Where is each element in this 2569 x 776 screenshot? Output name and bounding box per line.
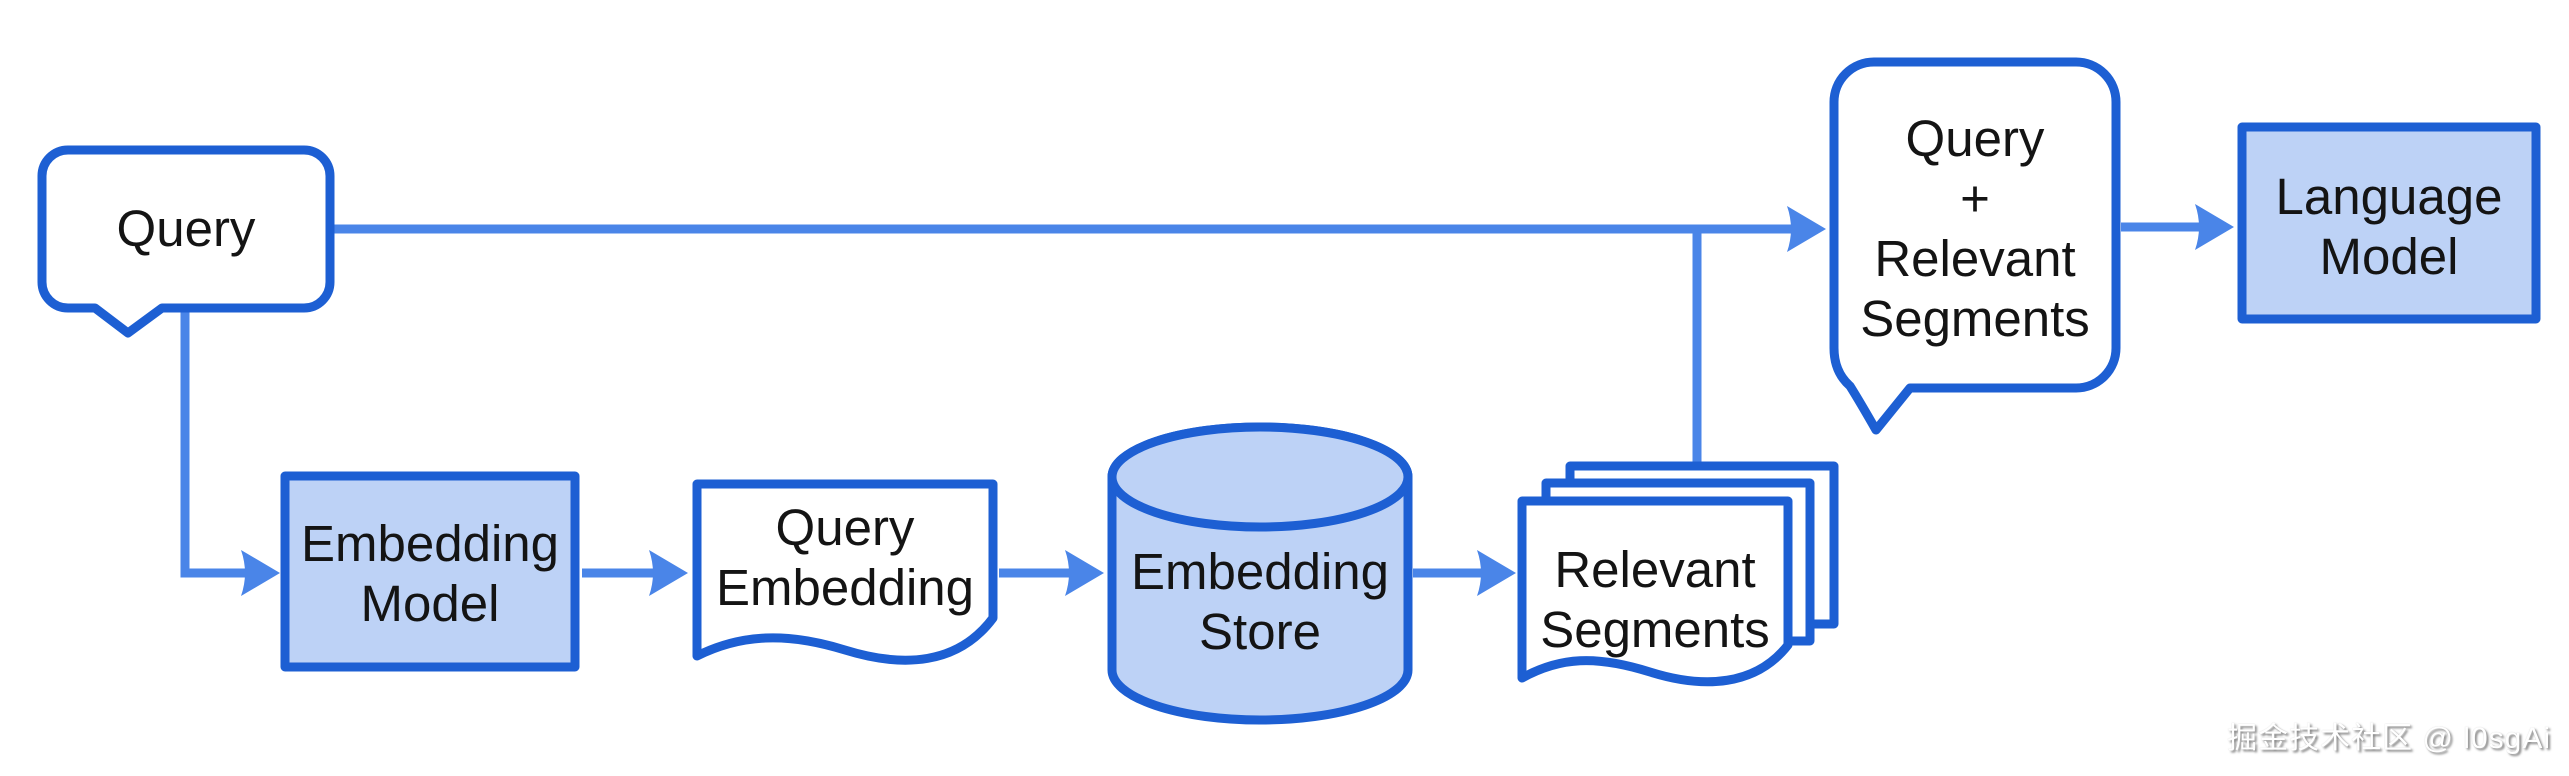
arrowhead-into-language-model (2195, 204, 2234, 250)
query-embedding-shape (692, 479, 998, 665)
embedding-model-shape (280, 471, 580, 672)
connector-query-to-embedding-model (180, 310, 248, 578)
watermark-text: 掘金技术社区 @ l0sgAi (2227, 722, 2551, 755)
embedding-store-top (1107, 422, 1413, 532)
arrowhead-into-embedding-model (241, 550, 280, 596)
query-bubble-shape (37, 145, 335, 338)
arrowhead-into-context-bubble (1787, 206, 1826, 252)
connector-lines (180, 222, 2204, 578)
relevant-segments-front-page (1517, 496, 1793, 687)
arrowhead-into-relevant-segments (1477, 550, 1516, 596)
arrowheads (241, 204, 2234, 596)
context-bubble-shape (1829, 57, 2121, 435)
arrowhead-into-query-embedding (649, 550, 688, 596)
language-model-shape (2237, 122, 2541, 324)
arrowhead-into-embedding-store (1065, 550, 1104, 596)
